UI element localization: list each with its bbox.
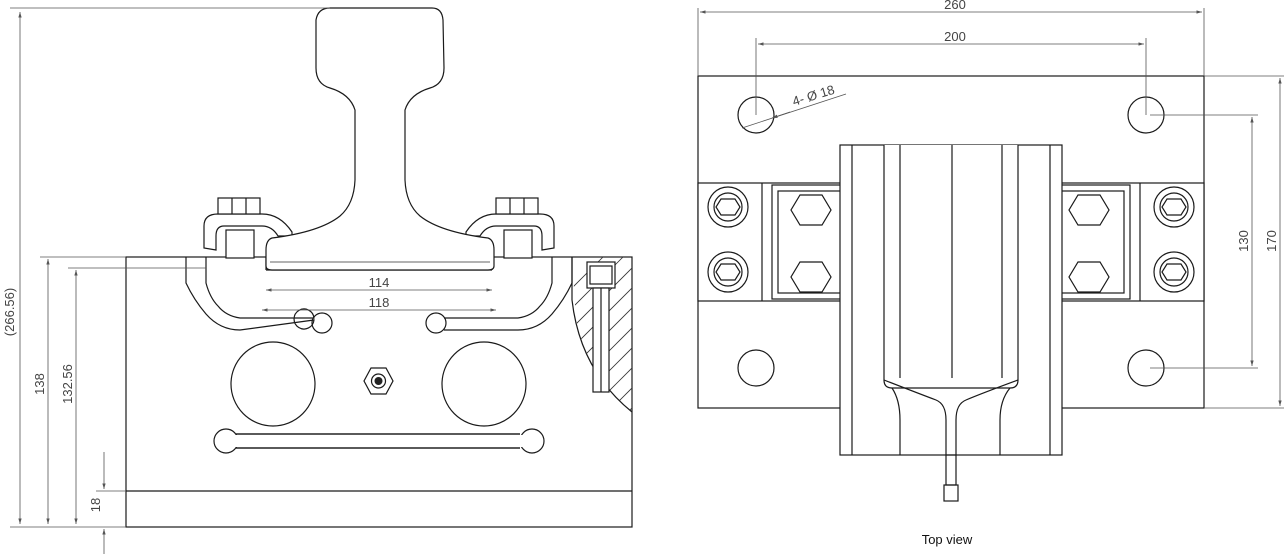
dim-base-height: 138 <box>32 373 47 395</box>
center-fitting-icon <box>363 367 394 395</box>
right-rail-clip <box>465 197 555 259</box>
dim-total-height: (266.56) <box>2 288 17 336</box>
dim-plate-thickness: 18 <box>88 498 103 512</box>
front-view: 114 118 (266.56) 138 132.56 18 <box>2 7 633 554</box>
right-channel <box>444 257 573 331</box>
dim-inner-height: 132.56 <box>60 364 75 404</box>
cable-icon <box>945 454 957 486</box>
dim-hole-spacing-x: 200 <box>944 29 966 44</box>
top-view-caption: Top view <box>922 532 973 547</box>
dim-inner-width: 114 <box>369 275 390 290</box>
clamp-bolts <box>790 194 1110 293</box>
dim-outer-width: 118 <box>369 295 390 310</box>
rail-top-view <box>883 145 1019 389</box>
top-view: 260 200 4- Ø 18 130 170 Top view <box>697 0 1284 547</box>
hatched-section <box>571 257 633 413</box>
dim-hole-spacing-y: 130 <box>1236 230 1251 252</box>
left-bore <box>230 341 316 427</box>
dim-overall-width: 260 <box>944 0 966 12</box>
left-rail-clip <box>203 197 293 259</box>
outer-bolts <box>707 186 1195 293</box>
rail-profile <box>265 7 495 271</box>
right-bore <box>441 341 527 427</box>
left-channel <box>185 257 315 331</box>
dim-overall-height: 170 <box>1264 230 1279 252</box>
hole-bottom-left <box>737 349 775 387</box>
